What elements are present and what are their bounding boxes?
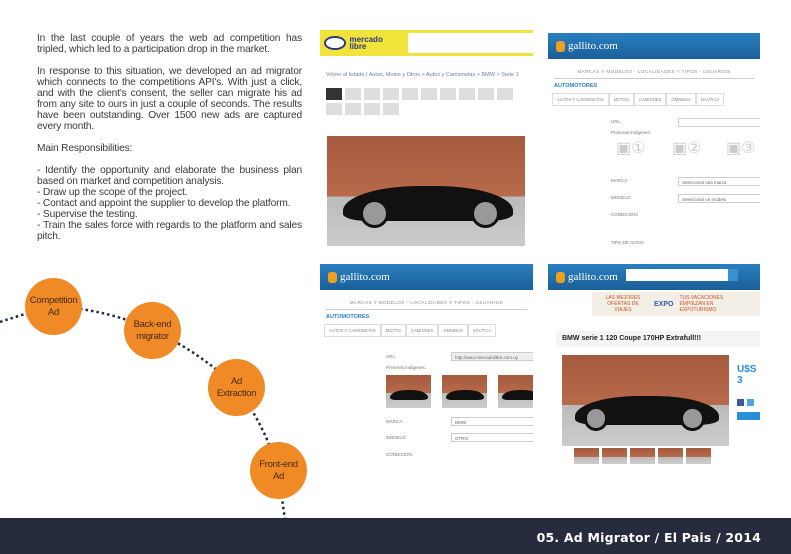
twitter-icon bbox=[747, 399, 754, 406]
handshake-icon bbox=[324, 36, 347, 50]
responsibility-item: - Contact and appoint the supplier to de… bbox=[37, 198, 291, 209]
responsibility-item: - Supervise the testing. bbox=[37, 209, 138, 220]
search-input bbox=[408, 33, 533, 53]
car-thumbnail bbox=[442, 375, 487, 408]
contact-button bbox=[737, 412, 760, 420]
car-thumbnail bbox=[386, 375, 431, 408]
mercadolibre-logo: mercado libre bbox=[324, 33, 398, 53]
gallito-logo-icon bbox=[556, 40, 565, 52]
responsibility-item: - Draw up the scope of the project. bbox=[37, 187, 188, 198]
site-nav: MARCAS Y MODELOS - LOCALIDADES Y TIPOS -… bbox=[326, 300, 527, 310]
responsibility-item: - Identify the opportunity and elaborate… bbox=[37, 165, 302, 187]
gallito-logo-icon bbox=[556, 271, 565, 283]
paragraph: In the last couple of years the web ad c… bbox=[37, 33, 302, 55]
gallito-logo-icon bbox=[328, 271, 337, 283]
thumbnail-strip bbox=[326, 88, 516, 115]
camera-icon: ▣① bbox=[616, 140, 646, 157]
section-title: AUTOMOTORES bbox=[554, 83, 598, 89]
camera-icon: ▣② bbox=[672, 140, 702, 157]
ad-title: BMW serie 1 120 Coupe 170HP Extrafull!!! bbox=[556, 331, 760, 347]
screenshot-gallito-form: gallito.com MARCAS Y MODELOS - LOCALIDAD… bbox=[548, 33, 760, 248]
facebook-icon bbox=[737, 399, 744, 406]
section-title: AUTOMOTORES bbox=[326, 314, 370, 320]
screenshot-gallito-filled: gallito.com MARCAS Y MODELOS - LOCALIDAD… bbox=[320, 264, 533, 484]
site-nav: MARCAS Y MODELOS - LOCALIDADES Y TIPOS -… bbox=[554, 69, 754, 79]
search-icon bbox=[728, 269, 738, 281]
paragraph: In response to this situation, we develo… bbox=[37, 66, 302, 132]
camera-icon: ▣③ bbox=[726, 140, 756, 157]
expo-banner: LAS MEJORES OFERTAS DE VIAJES EXPO TUS V… bbox=[592, 292, 760, 316]
car-photo bbox=[562, 355, 729, 446]
thumbnail-strip bbox=[574, 448, 711, 464]
screenshot-gallito-ad: gallito.com LAS MEJORES OFERTAS DE VIAJE… bbox=[548, 264, 760, 466]
responsibilities-heading: Main Responsibilities: bbox=[37, 143, 133, 154]
ad-price: U$S 3 bbox=[737, 364, 757, 386]
responsibility-item: - Train the sales force with regards to … bbox=[37, 220, 302, 242]
car-photo bbox=[327, 136, 525, 246]
car-thumbnail bbox=[498, 375, 533, 408]
project-description: In the last couple of years the web ad c… bbox=[37, 33, 302, 242]
footer-caption: 05. Ad Migrator / El Pais / 2014 bbox=[536, 530, 761, 545]
footer-bar: 05. Ad Migrator / El Pais / 2014 bbox=[0, 518, 791, 554]
breadcrumb: Volver al listado | Autos, Motos y Otros… bbox=[326, 72, 519, 78]
screenshot-mercadolibre: mercado libre Volver al listado | Autos,… bbox=[320, 30, 533, 248]
